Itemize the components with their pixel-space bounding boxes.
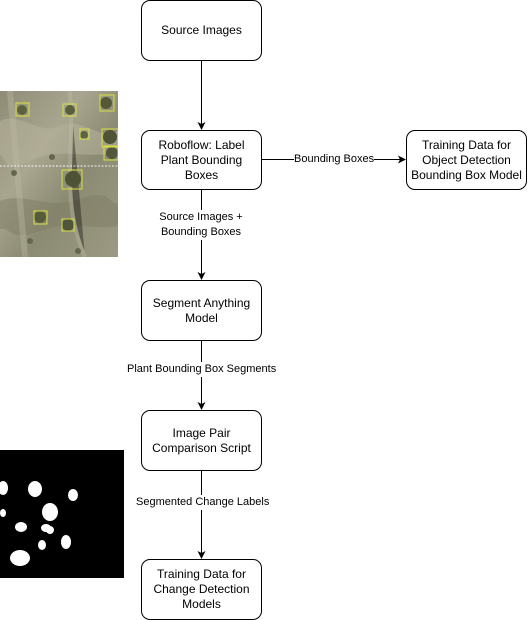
node-roboflow-label-plant-bounding-boxes[interactable]: Roboflow: Label Plant Bounding Boxes	[141, 130, 262, 190]
edge-label-bounding-boxes: Bounding Boxes	[294, 152, 375, 167]
node-segment-anything-label: Segment Anything Model	[152, 295, 251, 325]
edge-label-segmented-change-labels: Segmented Change Labels	[136, 495, 270, 510]
edge-label-source-images-bounding-boxes: Source Images + Bounding Boxes	[158, 210, 244, 240]
aerial-photo-image	[0, 91, 118, 257]
node-training-change-detection-label: Training Data for Change Detection Model…	[153, 567, 250, 611]
segmentation-mask-graphic	[0, 450, 124, 578]
node-segment-anything-model[interactable]: Segment Anything Model	[141, 280, 262, 341]
node-image-pair-comparison-script[interactable]: Image Pair Comparison Script	[141, 410, 262, 471]
node-source-images[interactable]: Source Images	[141, 0, 262, 61]
segmentation-mask-image	[0, 450, 124, 578]
node-training-data-change-detection[interactable]: Training Data for Change Detection Model…	[141, 559, 262, 620]
node-training-data-object-detection[interactable]: Training Data for Object Detection Bound…	[406, 130, 527, 190]
node-image-pair-script-label: Image Pair Comparison Script	[152, 425, 251, 455]
node-training-object-detection-label: Training Data for Object Detection Bound…	[411, 137, 522, 182]
node-source-images-label: Source Images	[161, 23, 242, 37]
aerial-photo-graphic	[0, 91, 118, 257]
edge-label-plant-bounding-box-segments: Plant Bounding Box Segments	[127, 362, 277, 377]
node-roboflow-label: Roboflow: Label Plant Bounding Boxes	[158, 137, 245, 182]
